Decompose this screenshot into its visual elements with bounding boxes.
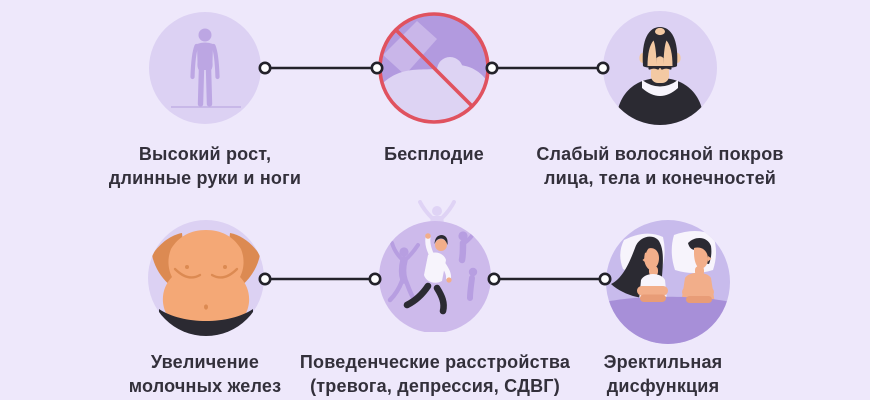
behavioral-disorders-icon [379, 200, 491, 332]
symptom-label-breast-enlargement: Увеличение молочных желез [129, 350, 282, 398]
connector-line [258, 61, 384, 75]
label-line: Поведенческие расстройства [299, 352, 571, 372]
label-line: длинные руки и ноги [108, 168, 302, 188]
couple-in-bed-icon [606, 220, 730, 344]
label-line: лица, тела и конечностей [543, 168, 777, 188]
symptom-label-weak-hair: Слабый волосяной покров лица, тела и кон… [536, 142, 783, 190]
connector-line [258, 272, 382, 286]
label-line: (тревога, депрессия, СДВГ) [310, 376, 560, 396]
label-line: молочных желез [128, 376, 282, 396]
symptom-label-infertility: Бесплодие [384, 142, 484, 166]
connector-line [487, 272, 612, 286]
label-line: Высокий рост, [138, 144, 272, 164]
symptom-label-behavioral-disorders: Поведенческие расстройства (тревога, деп… [300, 350, 570, 398]
label-line: Слабый волосяной покров [536, 144, 784, 164]
balding-man-icon [603, 11, 717, 125]
symptom-label-erectile-dysfunction: Эректильная дисфункция [604, 350, 723, 398]
label-line: Эректильная [603, 352, 723, 372]
tall-figure-icon [149, 12, 261, 124]
enlarged-breasts-icon [148, 220, 264, 336]
infertility-prohibited-icon [378, 12, 490, 124]
label-line: Увеличение [150, 352, 260, 372]
symptom-label-tall-stature: Высокий рост, длинные руки и ноги [109, 142, 301, 190]
label-line: дисфункция [606, 376, 720, 396]
label-line: Бесплодие [384, 144, 484, 164]
connector-line [485, 61, 610, 75]
